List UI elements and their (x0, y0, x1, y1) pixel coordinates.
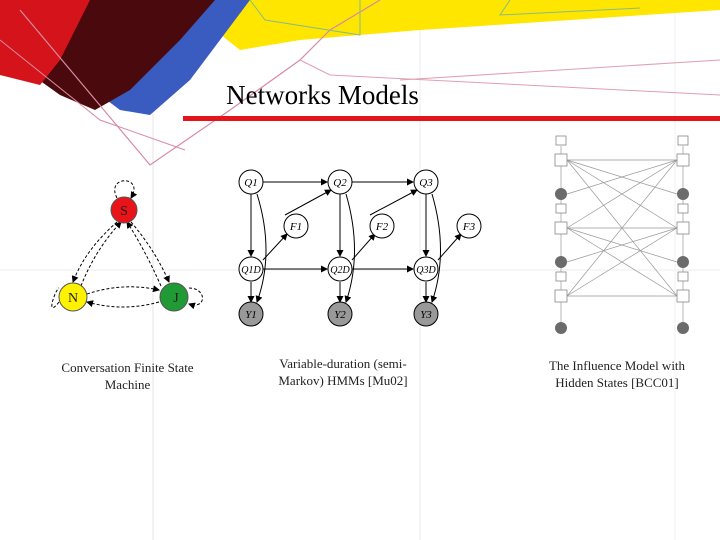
fsm-node-s: S (110, 196, 138, 224)
hmm-y3-label: Y3 (420, 309, 432, 321)
hmm-q3-label: Q3 (419, 177, 433, 189)
influence-diagram (554, 135, 690, 334)
hmm-y1-label: Y1 (245, 309, 257, 321)
hmm-qd1-label: Q1D (241, 265, 261, 276)
hmm-q2-label: Q2 (333, 177, 347, 189)
hmm-f2-label: F2 (375, 221, 389, 233)
fsm-diagram: S N J (51, 180, 203, 312)
hmm-f3-label: F3 (462, 221, 476, 233)
fsm-node-n: N (58, 282, 88, 312)
hmm-diagram: Q1 Q2 Q3 F1 F2 F3 Q1D Q2D Q3D Y1 Y2 Y3 (238, 169, 482, 327)
fsm-node-j-label: J (173, 291, 179, 306)
hmm-y2-label: Y2 (334, 309, 346, 321)
hmm-caption: Variable-duration (semi-Markov) HMMs [Mu… (278, 356, 408, 388)
influence-caption: The Influence Model with Hidden States [… (548, 358, 686, 390)
title-underline (183, 116, 720, 121)
hmm-qd3-label: Q3D (416, 265, 436, 276)
hmm-f1-label: F1 (289, 221, 302, 233)
hmm-q1-label: Q1 (244, 177, 257, 189)
fsm-node-n-label: N (68, 291, 78, 306)
fsm-caption: Conversation Finite State Machine (61, 360, 194, 392)
slide-title: Networks Models (226, 80, 419, 110)
hmm-qd2-label: Q2D (330, 265, 350, 276)
fsm-node-j: J (159, 282, 189, 312)
fsm-node-s-label: S (120, 204, 128, 219)
